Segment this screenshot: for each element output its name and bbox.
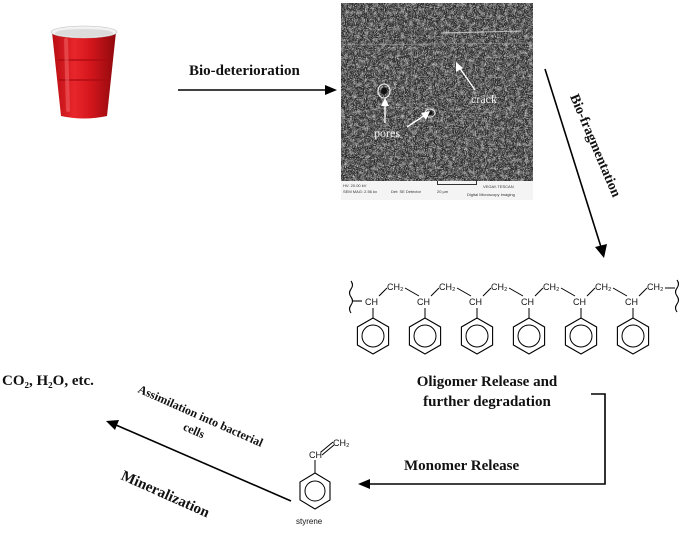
crack-label: crack: [471, 92, 497, 106]
chain-ch-label: CH: [469, 297, 482, 307]
monomer-release-label: Monomer Release: [404, 458, 520, 474]
benzene-ring: [564, 317, 598, 355]
chain-bond: [378, 287, 388, 297]
sem-brand: VEGA\\ TESCAN: [483, 184, 514, 189]
styrene-ch: CH: [309, 450, 322, 460]
styrene-ch2: CH₂: [333, 438, 350, 448]
chain-bond: [586, 287, 596, 297]
sem-mag: SEM MAG: 2.56 kx: [343, 189, 378, 194]
styrene-molecule: CH CH₂ styrene: [296, 438, 350, 526]
benzene-ring: [356, 317, 390, 355]
chain-bond: [638, 287, 648, 297]
benzene-ring-inner: [465, 324, 489, 348]
oligomer-label: Oligomer Release and further degradation: [389, 372, 585, 412]
chain-ch2-label: CH₂: [595, 282, 612, 292]
chain-bond: [430, 287, 440, 297]
benzene-ring: [460, 317, 494, 355]
chain-bond: [534, 287, 544, 297]
chain-start-wavy: [348, 280, 362, 314]
sem-dmi: Digital Microscopy Imaging: [467, 192, 515, 197]
chain-ch2-label: CH₂: [439, 282, 456, 292]
bio-deterioration-arrow: [178, 85, 337, 95]
monomer-release-arrow: [358, 393, 606, 489]
sem-micrograph: pores crack HV: 20.00 kV SEM MAG: 2.56 k…: [341, 3, 533, 200]
benzene-ring: [512, 317, 546, 355]
chain-bond: [404, 287, 420, 297]
bio-deterioration-label: Bio-deterioration: [189, 63, 300, 79]
chain-ch-label: CH: [625, 297, 638, 307]
oligomer-line1: Oligomer Release and: [416, 374, 558, 390]
chain-bond: [456, 287, 472, 297]
products-label: CO₂, H₂O, etc.: [2, 373, 94, 389]
benzene-ring-inner: [517, 324, 541, 348]
chain-bond: [482, 287, 492, 297]
chain-end-wavy: [674, 279, 680, 313]
chain-ch2-label: CH₂: [543, 282, 560, 292]
chain-bond: [508, 287, 524, 297]
styrene-name: styrene: [296, 517, 323, 526]
bio-fragmentation-arrow: [544, 68, 607, 258]
chain-ch-label: CH: [417, 297, 430, 307]
chain-ch-label: CH: [573, 297, 586, 307]
sem-scale: 20 µm: [437, 189, 449, 194]
chain-ch2-label: CH₂: [387, 282, 404, 292]
oligomer-line2: further degradation: [423, 394, 551, 410]
chain-bond: [612, 287, 628, 297]
benzene-ring-inner: [413, 324, 437, 348]
benzene-ring-inner: [361, 324, 385, 348]
benzene-ring: [408, 317, 442, 355]
chain-ch2-label: CH₂: [491, 282, 508, 292]
red-cup-icon: [50, 25, 118, 119]
chain-bond: [560, 287, 576, 297]
polystyrene-chain: CH CH₂ CH CH₂ CH CH₂ CH CH₂ CH CH₂ CH CH₂: [348, 279, 680, 355]
benzene-ring-inner: [621, 324, 645, 348]
chain-ch-label: CH: [521, 297, 534, 307]
sem-scale-bar: [437, 181, 477, 185]
sem-detector: Det: SE Detector: [391, 189, 422, 194]
benzene-ring: [616, 317, 650, 355]
chain-ch-label: CH: [365, 297, 378, 307]
chain-ch2-label: CH₂: [647, 282, 664, 292]
pores-label: pores: [374, 126, 400, 140]
mineralization-arrow: [106, 420, 292, 502]
sem-info-bar: HV: 20.00 kV SEM MAG: 2.56 kx Det: SE De…: [341, 181, 533, 200]
benzene-ring-inner: [569, 324, 593, 348]
sem-hv: HV: 20.00 kV: [343, 183, 367, 188]
